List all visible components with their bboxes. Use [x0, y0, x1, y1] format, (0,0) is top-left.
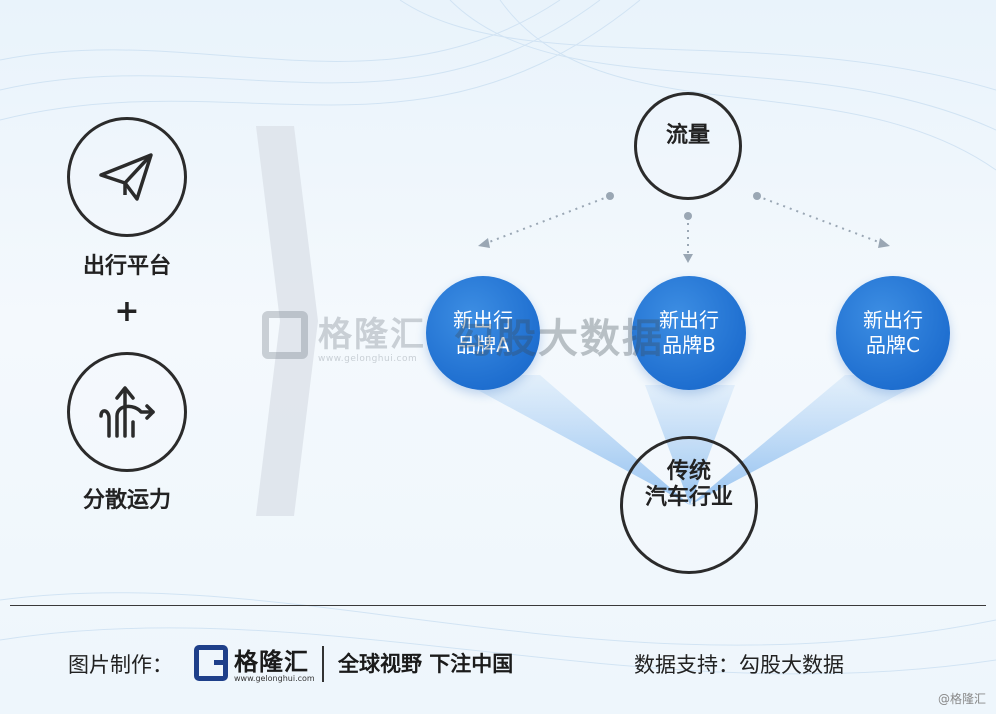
brand-a-line2: 品牌A [456, 333, 510, 357]
traffic-node: 流量 [634, 92, 742, 200]
made-by-label: 图片制作： [68, 653, 173, 677]
logo-name: 格隆汇 [234, 648, 309, 676]
footer-divider [10, 605, 986, 606]
data-support-label: 数据支持：勾股大数据 [634, 649, 844, 679]
ride-platform-label: 出行平台 [82, 254, 171, 279]
gelonghui-logo: 格隆汇 www.gelonghui.com [194, 642, 315, 683]
brand-c-node: 新出行 品牌C [836, 276, 950, 390]
dispersed-capacity-label: 分散运力 [82, 488, 171, 513]
logo-url: www.gelonghui.com [234, 674, 315, 683]
split-arrows-circle [67, 352, 187, 472]
logo-g-icon [194, 644, 228, 681]
paper-plane-circle [67, 117, 187, 237]
logo-separator [322, 646, 324, 682]
corner-credit: @格隆汇 [937, 692, 986, 706]
brand-a-line1: 新出行 [453, 308, 513, 332]
traffic-node-label: 流量 [665, 123, 710, 148]
slogan: 全球视野 下注中国 [338, 652, 514, 676]
chevron-arrow [256, 126, 318, 516]
traditional-auto-line1: 传统 [666, 459, 711, 484]
data-support-prefix: 数据支持： [634, 653, 739, 677]
brand-a-node: 新出行 品牌A [426, 276, 540, 390]
traditional-auto-line2: 汽车行业 [644, 485, 733, 511]
brand-b-line2: 品牌B [662, 333, 716, 357]
brand-b-line1: 新出行 [659, 308, 719, 332]
brand-b-node: 新出行 品牌B [632, 276, 746, 390]
brand-c-line2: 品牌C [866, 333, 920, 357]
data-support-source: 勾股大数据 [739, 653, 844, 677]
brand-c-line1: 新出行 [863, 308, 923, 332]
split-arrows-icon [99, 386, 155, 438]
traditional-auto-node: 传统 汽车行业 [620, 436, 758, 574]
plus-sign: + [114, 294, 140, 329]
paper-plane-icon [99, 153, 153, 201]
